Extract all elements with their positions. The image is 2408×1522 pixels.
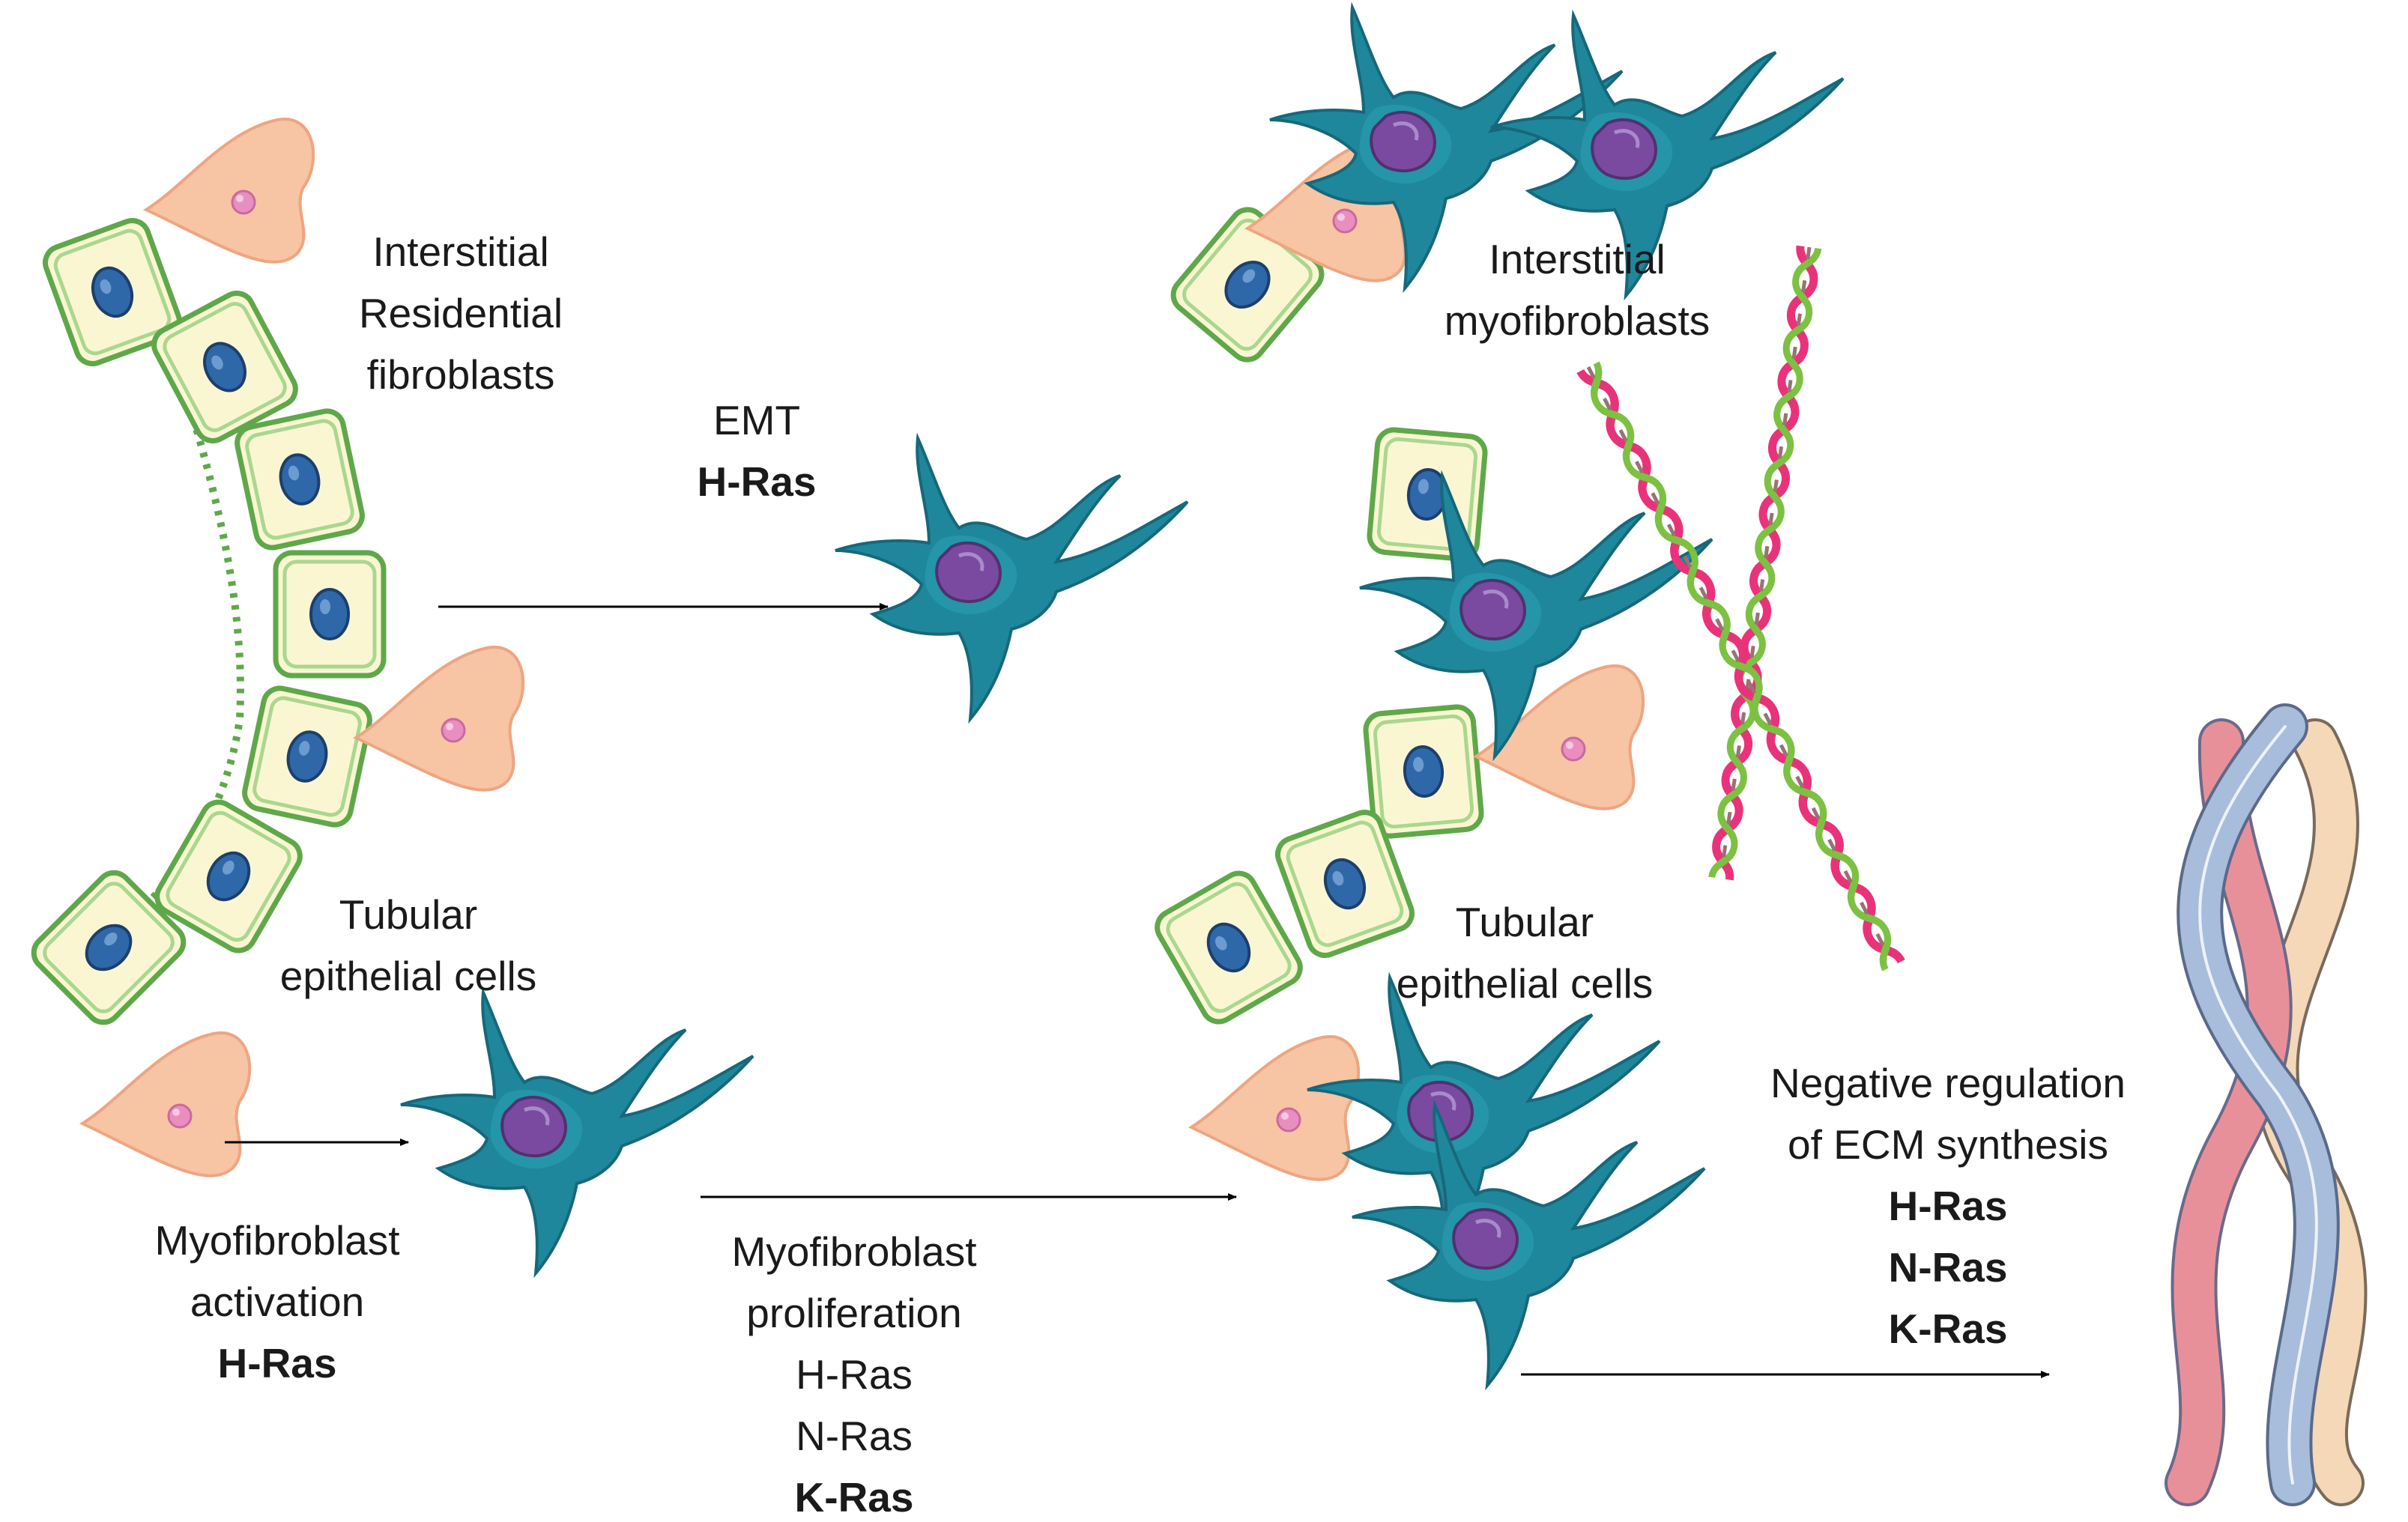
label-line: Myofibroblast — [731, 1228, 977, 1275]
myofibroblasts-middle — [401, 438, 1188, 1273]
gene-label: H-Ras — [217, 1340, 337, 1386]
label-line: fibroblasts — [366, 351, 555, 398]
arrows — [225, 603, 2050, 1378]
gene-label: N-Ras — [1888, 1244, 2008, 1291]
gene-label: H-Ras — [796, 1351, 913, 1398]
tubule-left — [27, 216, 384, 1029]
collagen-triple-helix — [2165, 703, 2368, 1506]
label-line: Interstitial — [372, 228, 549, 275]
label-line: Myofibroblast — [154, 1217, 400, 1264]
gene-label: H-Ras — [697, 458, 817, 505]
label-line: myofibroblasts — [1444, 297, 1710, 344]
label-line: Interstitial — [1489, 236, 1666, 282]
gene-label: H-Ras — [1888, 1183, 2008, 1229]
label-ecm: Negative regulation of ECM synthesis H-R… — [1693, 1052, 2203, 1359]
label-line: epithelial cells — [279, 953, 537, 999]
gene-label: K-Ras — [1888, 1306, 2008, 1352]
label-line: proliferation — [746, 1290, 962, 1336]
gene-label: N-Ras — [796, 1413, 913, 1459]
label-line: activation — [190, 1279, 365, 1325]
label-tubular-left: Tubular epithelial cells — [240, 884, 577, 1007]
label-line: of ECM synthesis — [1788, 1121, 2108, 1168]
label-emt: EMT H-Ras — [637, 389, 877, 512]
label-line: epithelial cells — [1396, 960, 1654, 1007]
label-line: EMT — [713, 397, 801, 443]
label-tubular-right: Tubular epithelial cells — [1356, 891, 1693, 1014]
label-interstitial-fibroblasts: Interstitial Residential fibroblasts — [322, 221, 599, 405]
label-interstitial-myofibroblasts: Interstitial myofibroblasts — [1409, 228, 1746, 351]
label-line: Tubular — [1455, 899, 1594, 945]
label-line: Residential — [358, 290, 563, 336]
label-proliferation: Myofibroblast proliferation H-Ras N-Ras … — [682, 1221, 1026, 1522]
label-line: Negative regulation — [1770, 1060, 2126, 1106]
gene-label: K-Ras — [794, 1474, 914, 1521]
label-line: Tubular — [339, 891, 478, 938]
label-activation: Myofibroblast activation H-Ras — [112, 1210, 442, 1394]
